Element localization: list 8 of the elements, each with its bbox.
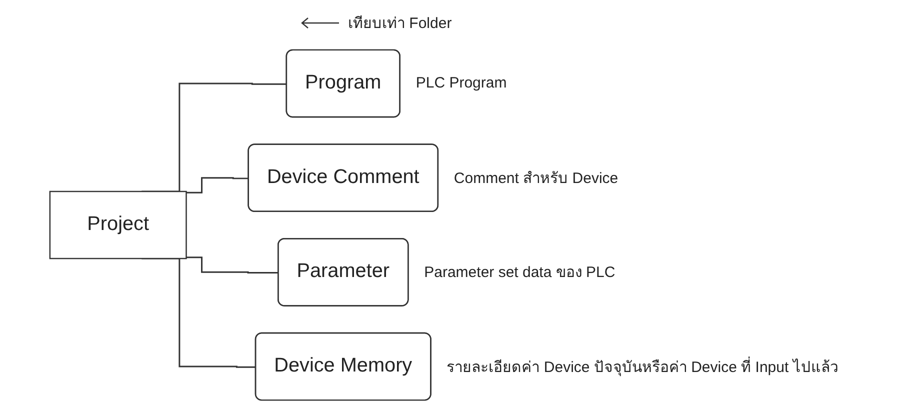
connector: [186, 177, 249, 194]
annotation-text: เทียบเท่า Folder: [348, 14, 452, 34]
description-text: Parameter set data ของ PLC: [424, 263, 616, 284]
description-text: PLC Program: [416, 74, 507, 92]
description-text: รายละเอียดค่า Device ปัจจุบันหรือค่า Device ที่ Input ไปแล้ว: [446, 356, 838, 378]
node-box: Project: [49, 190, 187, 260]
description-text: Comment สำหรับ Device: [454, 168, 618, 189]
connector: [186, 256, 279, 274]
